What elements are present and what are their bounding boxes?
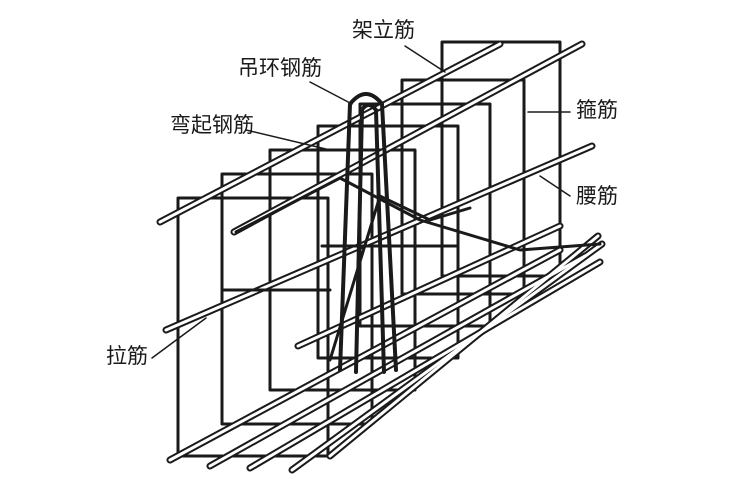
lifting-ring bbox=[338, 92, 398, 374]
erection-bar-label: 架立筋 bbox=[352, 18, 415, 42]
stirrup-4 bbox=[316, 124, 460, 360]
bent-up-bar-label: 弯起钢筋 bbox=[170, 113, 254, 137]
stirrup-7 bbox=[440, 40, 562, 278]
tie-bar-label: 拉筋 bbox=[106, 344, 148, 368]
lifting-ring-label: 吊环钢筋 bbox=[238, 56, 322, 80]
bottom-main-bars bbox=[166, 232, 606, 474]
bent-up-bars bbox=[234, 176, 602, 362]
stirrup-2 bbox=[220, 172, 374, 426]
stirrup-label: 箍筋 bbox=[576, 98, 618, 122]
stirrup-6 bbox=[400, 78, 526, 296]
leader-lines bbox=[151, 45, 571, 359]
waist-bar-label: 腰筋 bbox=[576, 184, 618, 208]
